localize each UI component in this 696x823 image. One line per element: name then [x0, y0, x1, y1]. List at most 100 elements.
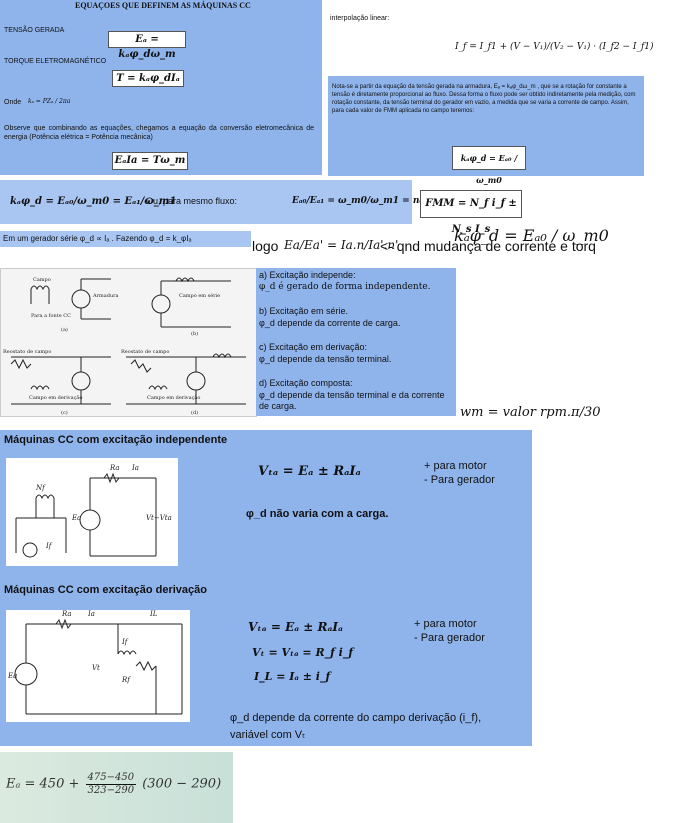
source-circle	[22, 542, 38, 558]
svg-text:If: If	[121, 638, 129, 646]
shunt-note-1: φ_d depende da corrente do campo derivaç…	[230, 712, 482, 724]
shunt-armature	[14, 662, 38, 686]
label-reostato-c: Reostato de campo	[3, 349, 51, 355]
independent-title: Máquinas CC com excitação independente	[4, 434, 228, 446]
interpolation-equation: I_f = I_f1 + (V − V₁)/(V₂ − V₁) · (I_f2 …	[455, 42, 654, 52]
bottom-eq-numerator: 475−450	[85, 772, 137, 785]
serie-text: Em um gerador série φ_d ∝ Iₐ . Fazendo φ…	[0, 231, 251, 247]
exc-c-body: φ_d depende da tensão terminal.	[259, 354, 392, 364]
fmm-equation: FMM = N_f i_f ± N_s I_s	[420, 190, 522, 235]
armature-resistor	[103, 472, 120, 484]
equations-panel: EQUAÇOES QUE DEFINEM AS MÁQUINAS CC TENS…	[0, 0, 322, 175]
label-campo-serie: Campo em série	[179, 292, 220, 299]
exc-b-body: φ_d depende da corrente de carga.	[259, 318, 401, 328]
series-field-d	[212, 353, 232, 359]
independent-panel: Máquinas CC com excitação independente N…	[0, 430, 532, 578]
bottom-equation-panel: Eₐ = 450 + 475−450 323−290 (300 − 290)	[0, 752, 233, 823]
armature-d	[186, 371, 206, 391]
note-text: Nota-se a partir da equação da tensão ge…	[332, 84, 636, 114]
independent-note: φ_d não varia com a carga.	[246, 508, 389, 520]
svg-text:Ia: Ia	[131, 464, 139, 472]
independent-circuit-svg: Nf Ea Ra Ia If Vt−Vta	[15, 464, 172, 558]
svg-text:Ea: Ea	[7, 672, 17, 680]
logo-text: logo	[252, 238, 279, 254]
label-armadura: Armadura	[92, 293, 119, 299]
shunt-circuit: Ea Ra Ia IL If Rf Vt	[6, 610, 190, 722]
bottom-eq-rhs: (300 − 290)	[142, 776, 222, 792]
interpolation-label: interpolação linear:	[330, 15, 390, 22]
onde-equation: kₐ = PZₐ / 2πa	[28, 98, 71, 105]
independent-equation: Vₜₐ = Eₐ ± RₐIₐ	[258, 464, 361, 479]
label-a: (a)	[61, 326, 68, 333]
note-panel: Nota-se a partir da equação da tensão ge…	[328, 76, 644, 245]
shunt-equation-1: Vₜₐ = Eₐ ± RₐIₐ	[248, 620, 343, 634]
flux-equation-right: Eₐ₀/Eₐ₁ = ω_m0/ω_m1 = n₀/n₁	[292, 196, 438, 206]
note-equation-box: kₐφ_d = Eₐ₀ / ω_m0	[452, 146, 526, 185]
svg-text:If: If	[45, 542, 53, 550]
exc-c-title: c) Excitação em derivação:	[259, 342, 368, 352]
label-b: (b)	[191, 330, 198, 337]
shunt-field-coil	[117, 650, 137, 656]
shunt-note-2: variável com Vₜ	[230, 729, 306, 741]
shunt-panel: Máquinas CC com excitação derivação Ea R…	[0, 578, 532, 746]
rheostat-c	[10, 358, 32, 370]
exc-d-title: d) Excitação composta:	[259, 378, 353, 388]
torque-label: TORQUE ELETROMAGNÉTICO	[4, 58, 107, 65]
svg-text:Vt: Vt	[92, 664, 100, 672]
svg-text:Vt−Vta: Vt−Vta	[146, 514, 172, 522]
armature-circle	[79, 509, 101, 531]
flux-text: Ou, para mesmo fluxo:	[146, 196, 238, 206]
label-campo: Campo	[33, 277, 51, 283]
bottom-eq-lhs: Eₐ = 450 +	[6, 776, 80, 792]
note-equation: kₐφ_d = Eₐ₀ / ω_m0	[454, 226, 609, 245]
shunt-title: Máquinas CC com excitação derivação	[4, 584, 207, 596]
shunt-field-rheostat	[135, 660, 157, 672]
bottom-eq-denominator: 323−290	[87, 784, 135, 796]
shunt-armature-resistor	[55, 618, 72, 630]
svg-text:Ra: Ra	[109, 464, 120, 472]
flux-panel	[0, 180, 412, 224]
svg-text:Ia: Ia	[87, 610, 95, 618]
circuit-diagrams-svg: Campo Armadura Para a fonte CC Campo em …	[3, 277, 246, 416]
independent-circuit: Nf Ea Ra Ia If Vt−Vta	[6, 458, 178, 566]
svg-text:Ea: Ea	[71, 514, 81, 522]
flux-equation-left: kₐφ_d = Eₐ₀/ω_m0 = Eₐ₁/ω_m1	[10, 196, 177, 207]
armature-a	[71, 289, 91, 309]
exc-d-body: φ_d depende da tensão terminal e da corr…	[259, 390, 445, 411]
shunt-field-d	[148, 385, 168, 391]
shunt-circuit-svg: Ea Ra Ia IL If Rf Vt	[7, 610, 183, 715]
power-equation: EₐIa = Tω_m	[112, 152, 188, 170]
shunt-field-c	[30, 385, 50, 391]
shunt-motor: + para motor	[414, 618, 477, 630]
shunt-equation-2: Vₜ = Vₜₐ = R_f i_f	[252, 646, 354, 659]
bottom-equation: Eₐ = 450 + 475−450 323−290 (300 − 290)	[6, 772, 221, 796]
svg-text:Nf: Nf	[35, 484, 46, 492]
tail-note: <- qnd mudança de corrente e torq	[380, 238, 596, 254]
independent-motor: + para motor	[424, 460, 487, 472]
exc-a-body: φ_d é gerado de forma independente.	[259, 282, 431, 292]
wm-equation: wm = valor rpm.π/30	[460, 405, 601, 420]
tensao-equation: Eₐ = kₐφ_dω_m	[108, 31, 186, 60]
logo-equation: Ea/Ea' = Ia.n/Ia'.n'	[284, 238, 399, 252]
label-c: (c)	[61, 409, 68, 416]
svg-text:Ra: Ra	[61, 610, 72, 618]
label-fonte: Para a fonte CC	[31, 313, 71, 319]
field-coil-a	[30, 285, 50, 291]
bottom-eq-fraction: 475−450 323−290	[85, 772, 137, 796]
exc-a-title: a) Excitação independe:	[259, 270, 356, 280]
circuit-diagrams: Campo Armadura Para a fonte CC Campo em …	[0, 268, 257, 417]
label-d: (d)	[191, 409, 198, 416]
armature-b	[151, 294, 171, 314]
series-field-b	[175, 277, 195, 283]
field-coil	[35, 494, 55, 500]
tensao-label: TENSÃO GERADA	[4, 27, 65, 34]
armature-c	[71, 371, 91, 391]
onde-label: Onde	[4, 99, 22, 106]
svg-text:IL: IL	[149, 610, 158, 618]
label-reostato-d: Reostato de campo	[121, 349, 169, 355]
observe-text: Observe que combinando as equações, cheg…	[4, 125, 314, 141]
independent-gerador: - Para gerador	[424, 474, 495, 486]
excitation-panel: a) Excitação independe: φ_d é gerado de …	[256, 268, 456, 416]
rheostat-d	[130, 359, 152, 373]
label-campo-deriv-c: Campo em derivação	[29, 394, 82, 401]
